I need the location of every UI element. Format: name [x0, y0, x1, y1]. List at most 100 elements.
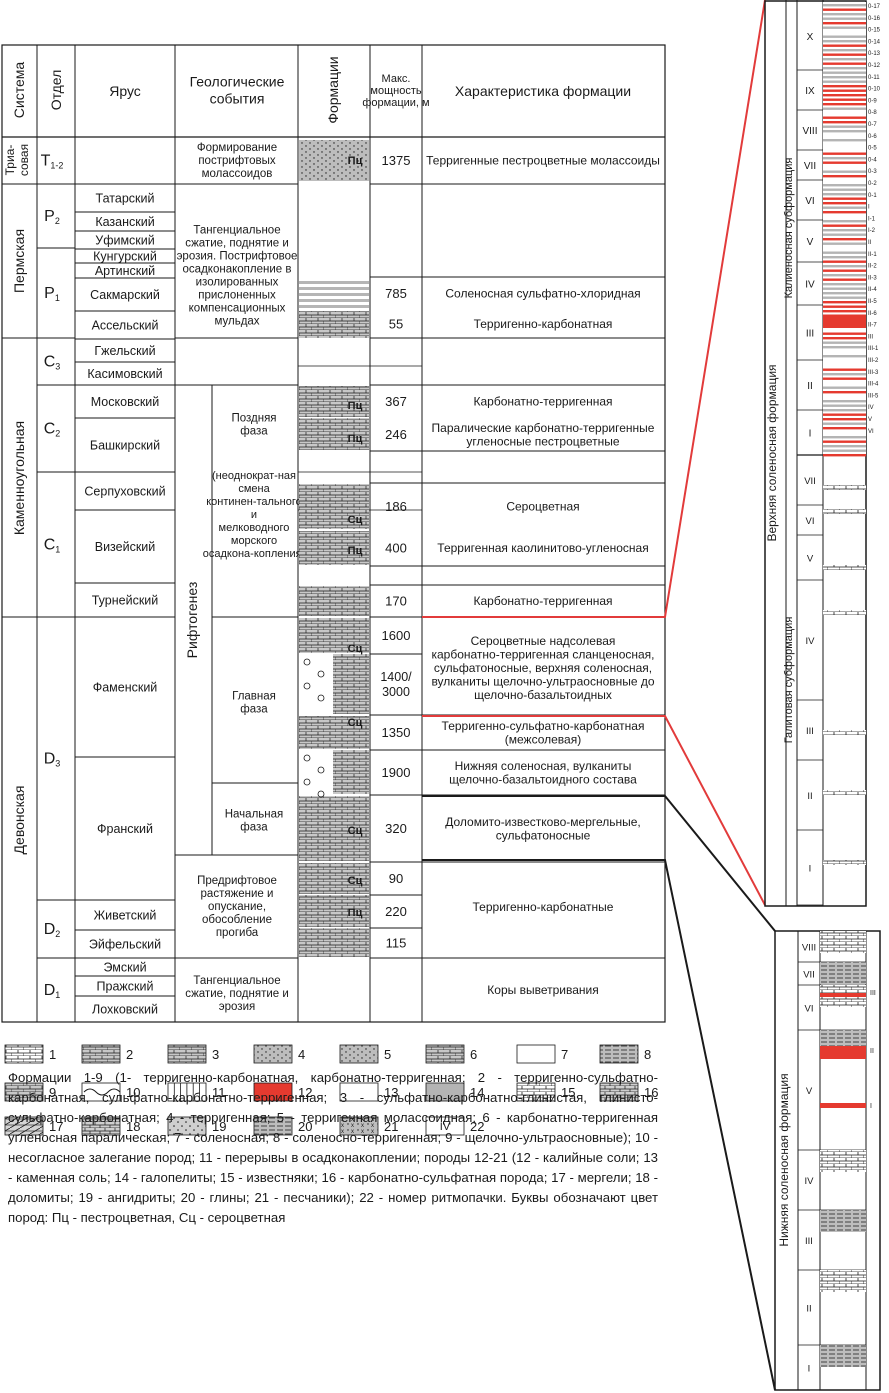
system-devonian: Девонская: [11, 786, 27, 855]
legend-number-11: 11: [212, 1085, 226, 1100]
event-tangential: осадконакопление в: [183, 264, 292, 276]
bed-label-36: VI: [868, 429, 874, 435]
kali-bed-9: [823, 44, 866, 47]
thickness-1: 785: [385, 286, 407, 301]
event-tangential: изолированных: [196, 277, 279, 289]
bed-label-5: 0-12: [868, 63, 881, 69]
division-D1: D1: [44, 982, 61, 1000]
kali-bed-43: [823, 197, 866, 200]
bed-label-2: 0-15: [868, 28, 881, 34]
bed-label-12: 0-5: [868, 146, 877, 152]
formation-block-13: [299, 928, 369, 957]
division-C1: C1: [44, 537, 61, 555]
stage-17: Эйфельский: [89, 938, 161, 952]
halite-rhythm-2: V: [807, 554, 814, 565]
upper-sub-halite: Галитовая субформация: [783, 617, 795, 744]
header-formations: Формации: [325, 56, 341, 123]
lower-bed-label-0: III: [870, 990, 876, 997]
division-sub: 1: [55, 293, 60, 303]
lower-rhythm-4: IV: [805, 1176, 815, 1187]
kali-bed-50: [823, 229, 866, 232]
salt-stripe: [299, 281, 369, 284]
legend-number-12: 12: [298, 1085, 312, 1100]
upper-sub-kali: Калиеносная субформация: [783, 158, 795, 299]
bed-label-33: III-5: [868, 393, 879, 399]
kali-bed-78: [823, 355, 866, 358]
lower-potash-3: [820, 993, 866, 997]
legend-number-18: 18: [126, 1119, 140, 1134]
characteristic-12: сульфатоносные: [496, 828, 591, 842]
kali-bed-10: [823, 49, 866, 52]
kali-bed-13: [823, 62, 866, 65]
legend-swatch-14: [425, 1082, 465, 1102]
kali-bed-86: [823, 391, 866, 394]
bed-label-34: IV: [868, 405, 874, 411]
stage-13: Турнейский: [92, 594, 159, 608]
kali-bed-51: [823, 233, 866, 236]
formation-block-asselian: [299, 311, 369, 338]
thickness-8: 1600: [382, 628, 411, 643]
event-tangential: Тангенциальное: [193, 225, 280, 237]
color-code-4: Пц: [348, 545, 363, 557]
header-characteristic: Характеристика формации: [455, 83, 631, 99]
kali-bed-48: [823, 220, 866, 223]
kali-bed-4: [823, 22, 866, 25]
legend-swatch-6: [425, 1044, 465, 1064]
legend-number-16: 16: [644, 1085, 658, 1100]
kali-bed-66: [823, 301, 866, 304]
characteristic-5: Сероцветная: [506, 500, 579, 514]
stage-10: Башкирский: [90, 439, 160, 453]
legend-swatch-4: [253, 1044, 293, 1064]
kali-bed-30: [823, 139, 866, 142]
stage-18: Эмский: [103, 961, 146, 975]
header-thickness: Макс.: [382, 73, 411, 85]
characteristic-4: Паралические карбонатно-терригенные: [432, 421, 655, 435]
characteristic-6: Терригенная каолинитово-угленосная: [437, 541, 648, 555]
formation-block-4: [299, 531, 369, 565]
kali-bed-97: [823, 440, 866, 443]
kali-bed-37: [823, 170, 866, 173]
kali-bed-20: [823, 94, 866, 97]
halite-interbed-3: [823, 610, 866, 615]
legend-swatch-3: [167, 1044, 207, 1064]
kali-bed-7: [823, 35, 866, 38]
halite-rhythm-3: IV: [806, 636, 816, 647]
color-code-2: Пц: [348, 433, 363, 445]
thickness-11: 1900: [382, 765, 411, 780]
thickness-10: 1350: [382, 725, 411, 740]
salt-grain: [303, 658, 311, 666]
bed-label-18: I-1: [868, 216, 876, 222]
stage-4: Артинский: [95, 264, 155, 278]
kali-bed-16: [823, 76, 866, 79]
kali-bed-17: [823, 80, 866, 83]
characteristic-0: Терригенные пестроцветные молассоиды: [426, 154, 660, 168]
kali-rhythm-1: IX: [805, 86, 815, 97]
kali-bed-64: [823, 292, 866, 295]
kali-bed-67: [823, 305, 866, 308]
division-sub: 3: [55, 362, 60, 372]
kali-bed-61: [823, 278, 866, 281]
event-late-phase: Поздняя: [231, 413, 276, 425]
thickness-13: 90: [389, 871, 403, 886]
stage-7: Гжельский: [94, 344, 155, 358]
kali-bed-90: [823, 409, 866, 412]
legend-number-6: 6: [470, 1047, 477, 1062]
event-tangential-2: Тангенциальное: [193, 975, 280, 987]
header-division: Отдел: [48, 70, 64, 111]
legend-number-19: 19: [212, 1119, 226, 1134]
kali-bed-5: [823, 26, 866, 29]
thickness-2: 55: [389, 317, 403, 332]
color-code-7: Сц: [348, 825, 363, 837]
bed-label-1: 0-16: [868, 16, 881, 22]
division-C2: C2: [44, 421, 61, 439]
stage-15: Франский: [97, 822, 153, 836]
bed-label-8: 0-9: [868, 98, 877, 104]
salt-grain: [303, 682, 311, 690]
legend-swatch-12: [253, 1082, 293, 1102]
kali-bed-11: [823, 53, 866, 56]
kali-bed-58: [823, 265, 866, 268]
kali-bed-8: [823, 40, 866, 43]
legend-swatch-17: [4, 1116, 44, 1136]
connector-black-top: [422, 795, 776, 932]
